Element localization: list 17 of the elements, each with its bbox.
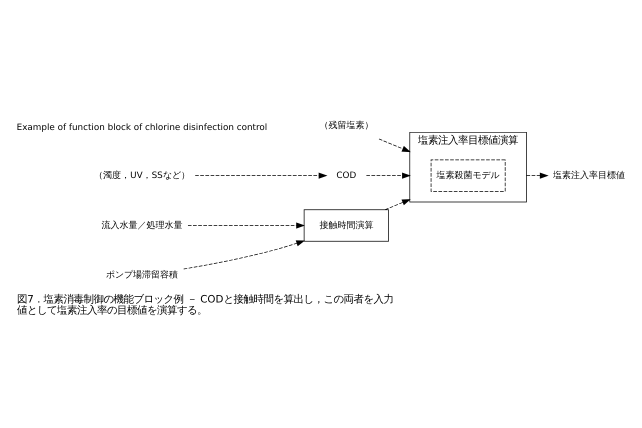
node-text: 塩素注入率目標値 <box>553 170 626 180</box>
node-box: 接触時間演算 <box>304 208 389 242</box>
label: Example of function block of chlorine disinfection control <box>16 122 268 133</box>
arrow <box>366 172 411 178</box>
caption: 図7．塩素消毒制御の機能ブロック例 － CODと接触時間を算出し，この両者を入力値として塩素注入率の目標値を演算する。 <box>17 292 394 316</box>
node-text: （濁度，UV，SSなど） <box>94 170 190 180</box>
arrow <box>526 172 549 178</box>
arrow <box>188 222 305 228</box>
node-text: ポンプ場滞留容積 <box>106 270 178 280</box>
node-text: COD <box>336 170 356 180</box>
node-text: （残留塩素） <box>319 120 374 130</box>
arrow <box>384 198 411 210</box>
node-text: 流入水量／処理水量 <box>101 220 182 230</box>
arrow <box>194 172 328 178</box>
arrow <box>183 240 306 269</box>
arrow <box>378 138 411 152</box>
node-box: 塩素殺菌モデル <box>430 158 506 192</box>
